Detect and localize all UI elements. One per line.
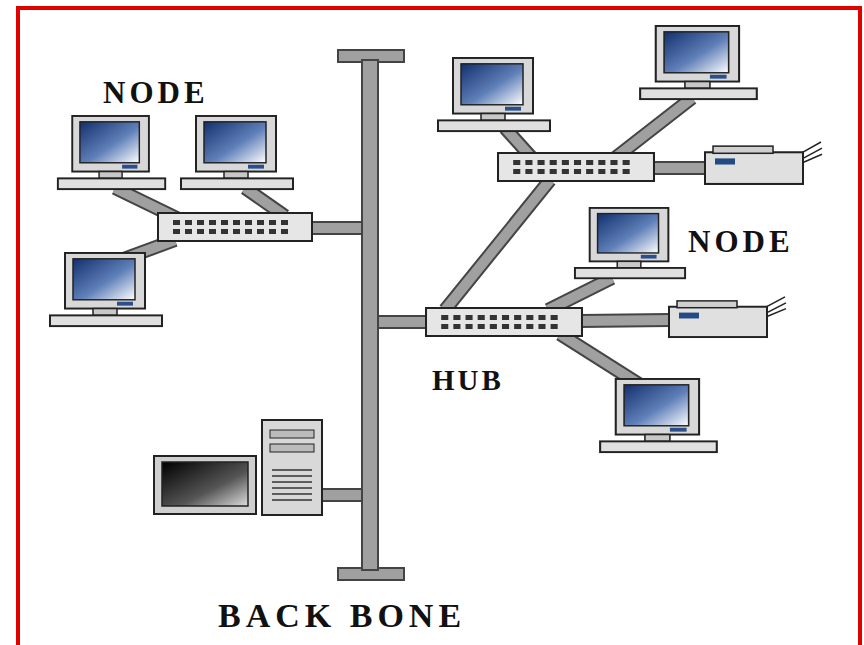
computer-icon xyxy=(58,116,165,189)
hub-device xyxy=(426,308,582,336)
printer-icon xyxy=(669,297,786,337)
frame xyxy=(18,8,860,645)
computer-icon xyxy=(575,208,685,278)
node-label: NODE xyxy=(103,77,209,108)
computer-icon xyxy=(181,116,293,189)
computer-icon xyxy=(640,26,757,99)
hub-label: HUB xyxy=(432,366,504,395)
printer-icon xyxy=(705,142,822,184)
hub-device xyxy=(158,213,312,241)
server-icon xyxy=(154,420,322,515)
computer-icon xyxy=(50,253,162,326)
node-label: NODE xyxy=(688,226,794,257)
computer-icon xyxy=(438,58,550,131)
backbone xyxy=(338,50,404,580)
computer-icon xyxy=(600,379,717,452)
hub-device xyxy=(498,153,654,181)
backbone-label: BACK BONE xyxy=(218,599,466,633)
